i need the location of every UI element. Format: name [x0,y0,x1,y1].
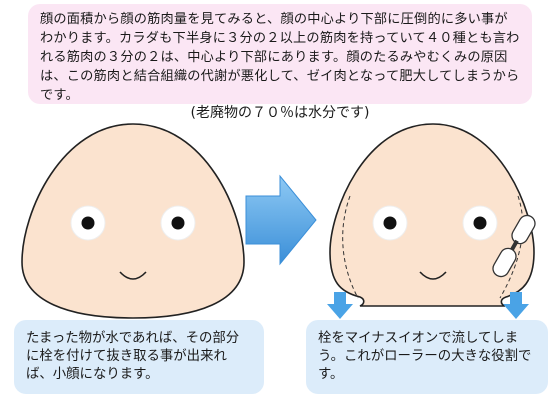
intro-text-box: 顔の面積から顔の筋肉量を見てみると、顔の中心より下部に圧倒的に多い事がわかります… [28,4,532,104]
roller-icon [492,214,536,278]
left-face [21,123,245,319]
drain-arrow-left-icon [327,292,353,319]
left-eye-right [160,205,196,241]
roller-note: 栓をマイナスイオンで流してしまう。これがローラーの大きな役割です。 [306,320,548,394]
right-mouth [419,271,447,280]
right-eye-left [372,205,408,241]
left-eye-left [70,205,106,241]
intro-text: 顔の面積から顔の筋肉量を見てみると、顔の中心より下部に圧倒的に多い事がわかります… [40,12,520,103]
water-note: たまった物が水であれば、その部分に栓を付けて抜き取る事が出来れば、小顔になります… [14,320,264,394]
arrow-right-icon [245,174,317,266]
right-face [329,123,535,307]
water-note-text: たまった物が水であれば、その部分に栓を付けて抜き取る事が出来れば、小顔になります… [26,331,240,382]
right-eye-right [462,205,498,241]
water-caption: (老廃物の７０％は水分です) [190,105,370,121]
roller-note-text: 栓をマイナスイオンで流してしまう。これがローラーの大きな役割です。 [318,331,532,382]
drain-arrow-right-icon [503,292,529,319]
left-mouth [119,271,147,280]
